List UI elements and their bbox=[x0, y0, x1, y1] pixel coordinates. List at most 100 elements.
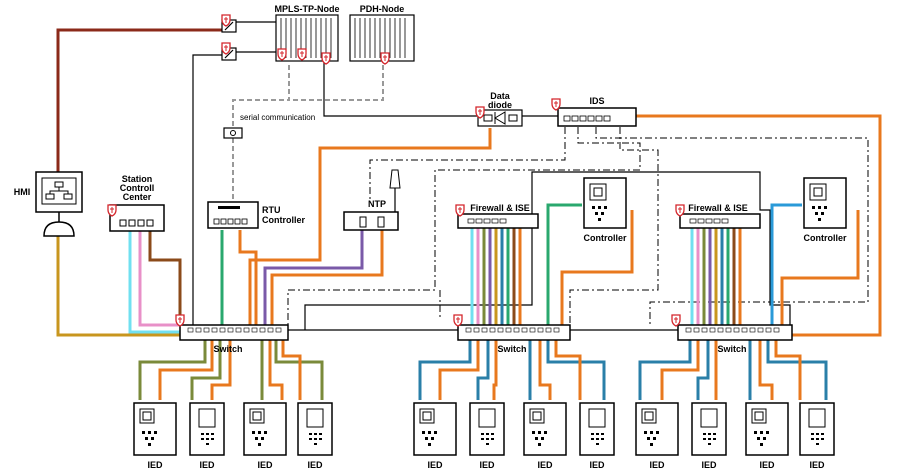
ntp-device bbox=[343, 169, 401, 231]
ied-label: IED bbox=[479, 460, 495, 470]
fw2-label: Firewall & ISE bbox=[688, 203, 748, 213]
ied-device: IED bbox=[691, 402, 727, 470]
security-shield-icon bbox=[297, 48, 307, 61]
serial-link-1 bbox=[232, 65, 290, 128]
ctrl2-link-orange bbox=[780, 210, 860, 325]
ied-device: IED bbox=[469, 402, 505, 470]
security-shield-icon bbox=[551, 98, 561, 111]
rtu-link-orange bbox=[238, 230, 258, 325]
ied-devices: IED IED IED IED IED IED IED IED IED IED IED IED bbox=[133, 402, 835, 470]
security-shields bbox=[107, 14, 685, 327]
ids-right-orange bbox=[636, 114, 882, 337]
mpls-label: MPLS-TP-Node bbox=[275, 4, 340, 14]
fw1-bundle bbox=[470, 228, 522, 325]
security-shield-icon bbox=[221, 42, 231, 55]
security-shield-icon bbox=[475, 106, 485, 119]
ied-label: IED bbox=[701, 460, 717, 470]
station-control-center bbox=[109, 204, 165, 232]
controller-2 bbox=[803, 177, 847, 229]
serial-link-pdh bbox=[289, 65, 384, 101]
serial-label: serial communication bbox=[240, 113, 315, 122]
ctrl1-label: Controller bbox=[583, 233, 626, 243]
serial-converter bbox=[223, 127, 243, 139]
ied-device: IED bbox=[243, 402, 287, 470]
ied-device: IED bbox=[189, 402, 225, 470]
firewall-ise-1 bbox=[457, 213, 539, 229]
mpls-diode-link bbox=[323, 62, 478, 117]
station-link-pink bbox=[138, 230, 182, 327]
ied-label: IED bbox=[427, 460, 443, 470]
data-diode bbox=[477, 109, 523, 127]
firewall-ise-2 bbox=[679, 213, 761, 229]
ctrl1-link-orange bbox=[560, 210, 634, 325]
security-shield-icon bbox=[671, 314, 681, 327]
ied-label: IED bbox=[257, 460, 273, 470]
ied-device: IED bbox=[799, 402, 835, 470]
ctrl2-link-blue bbox=[770, 203, 802, 325]
security-shield-icon bbox=[453, 314, 463, 327]
switch3-label: Switch bbox=[717, 344, 746, 354]
ntp-link-purple bbox=[263, 230, 364, 325]
diode-label-1: Data bbox=[490, 91, 511, 101]
security-shield-icon bbox=[221, 14, 231, 27]
station-link-brown bbox=[148, 230, 182, 320]
rtu-label-1: RTU bbox=[262, 205, 281, 215]
ied-label: IED bbox=[537, 460, 553, 470]
switch1-label: Switch bbox=[213, 344, 242, 354]
ied-device: IED bbox=[635, 402, 679, 470]
monitor-line-1 bbox=[369, 127, 566, 200]
security-shield-icon bbox=[675, 204, 685, 217]
switch-backbone-2 bbox=[304, 171, 791, 330]
ctrl2-label: Controller bbox=[803, 233, 846, 243]
ids-label: IDS bbox=[589, 96, 604, 106]
security-shield-icon bbox=[455, 204, 465, 217]
monitor-line-2 bbox=[287, 127, 641, 325]
hmi-label: HMI bbox=[14, 187, 31, 197]
rtu-label-2: Controller bbox=[262, 215, 305, 225]
ied-device: IED bbox=[413, 402, 457, 470]
station-label-1: Station bbox=[122, 174, 153, 184]
rtu-controller bbox=[207, 201, 259, 229]
diode-label-2: diode bbox=[488, 100, 512, 110]
hmi-device bbox=[35, 171, 83, 237]
ied-label: IED bbox=[147, 460, 163, 470]
monitor-line-4 bbox=[569, 127, 659, 325]
security-shield-icon bbox=[175, 314, 185, 327]
ied-label: IED bbox=[307, 460, 323, 470]
ied-label: IED bbox=[759, 460, 775, 470]
station-link-cyan bbox=[128, 230, 182, 334]
switch2-label: Switch bbox=[497, 344, 526, 354]
ied-device: IED bbox=[579, 402, 615, 470]
ied-label: IED bbox=[199, 460, 215, 470]
switch-2 bbox=[457, 324, 571, 341]
hmi-link-brown bbox=[56, 28, 222, 172]
switch-3 bbox=[677, 324, 793, 341]
ied-label: IED bbox=[649, 460, 665, 470]
switch1-mpls-link bbox=[192, 54, 222, 325]
ntp-label: NTP bbox=[368, 199, 386, 209]
switch1-diode-orange bbox=[248, 128, 492, 325]
monitor-line-3 bbox=[595, 127, 869, 325]
ied-label: IED bbox=[589, 460, 605, 470]
security-shield-icon bbox=[277, 48, 287, 61]
mpls-switch-stubs bbox=[236, 21, 276, 53]
fw2-bundle bbox=[690, 228, 742, 325]
ied-links-switch3 bbox=[638, 340, 828, 400]
ied-device: IED bbox=[133, 402, 177, 470]
ied-links-switch2 bbox=[418, 340, 606, 400]
security-shield-icon bbox=[321, 52, 331, 65]
ied-device: IED bbox=[297, 402, 333, 470]
ids-device bbox=[557, 107, 637, 127]
station-label-2: Controll bbox=[120, 183, 155, 193]
ctrl1-link-green bbox=[546, 203, 582, 325]
security-shield-icon bbox=[380, 52, 390, 65]
hmi-link-gold bbox=[56, 236, 180, 337]
fw1-label: Firewall & ISE bbox=[470, 203, 530, 213]
station-label-3: Center bbox=[123, 192, 152, 202]
switch-1 bbox=[179, 324, 289, 341]
ied-device: IED bbox=[745, 402, 789, 470]
ied-links-switch1 bbox=[138, 340, 324, 400]
security-shield-icon bbox=[107, 204, 117, 217]
ntp-link-orange bbox=[270, 230, 384, 325]
